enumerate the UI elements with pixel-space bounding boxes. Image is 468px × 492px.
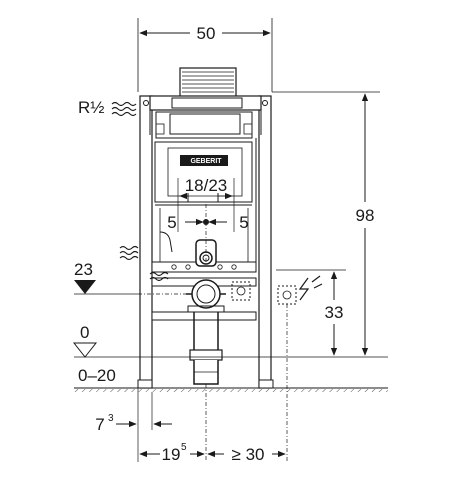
label-height-total: 98 — [356, 206, 375, 225]
dimension-offsets: 5 5 — [167, 204, 249, 262]
level-23-marker: 23 — [74, 260, 186, 295]
electrical-icon — [298, 275, 323, 301]
label-bottom-right: ≥ 30 — [232, 445, 265, 464]
dimension-bottom-right: ≥ 30 — [207, 445, 286, 464]
label-top-width: 50 — [197, 24, 216, 43]
label-bottom-mid: 19 — [162, 445, 181, 464]
label-floor-range: 0–20 — [78, 366, 116, 385]
dimension-bottom-left: 7 3 — [95, 413, 172, 434]
label-level-23: 23 — [74, 260, 93, 279]
dimension-bottom-mid: 19 5 — [139, 442, 205, 464]
floor-build-up: 0–20 — [74, 366, 388, 392]
water-connection: R½ — [78, 98, 137, 117]
label-height-right: 33 — [325, 303, 344, 322]
label-level-0: 0 — [80, 323, 89, 342]
dimension-height-total: 98 — [272, 91, 380, 356]
label-bottom-mid-sup: 5 — [181, 442, 187, 453]
dimension-top-width: 50 — [137, 18, 273, 92]
svg-text:GEBERIT: GEBERIT — [190, 158, 222, 165]
water-supply-icon-2 — [149, 271, 169, 282]
label-offset-right: 5 — [239, 213, 248, 232]
water-supply-icon — [119, 245, 139, 261]
installation-frame — [137, 67, 297, 389]
bottom-extension-lines — [137, 304, 288, 462]
label-water-connection: R½ — [78, 98, 104, 117]
label-offset-left: 5 — [167, 213, 176, 232]
dimension-flush-width: 18/23 — [177, 176, 235, 232]
label-bottom-left-sup: 3 — [108, 413, 114, 424]
label-bottom-left: 7 — [95, 415, 104, 434]
brand-logo: GEBERIT — [180, 155, 228, 166]
label-flush-width: 18/23 — [185, 176, 228, 195]
dimension-height-right: 33 — [276, 269, 346, 356]
water-flow-icon — [111, 101, 137, 117]
level-0-marker: 0 — [72, 323, 388, 358]
